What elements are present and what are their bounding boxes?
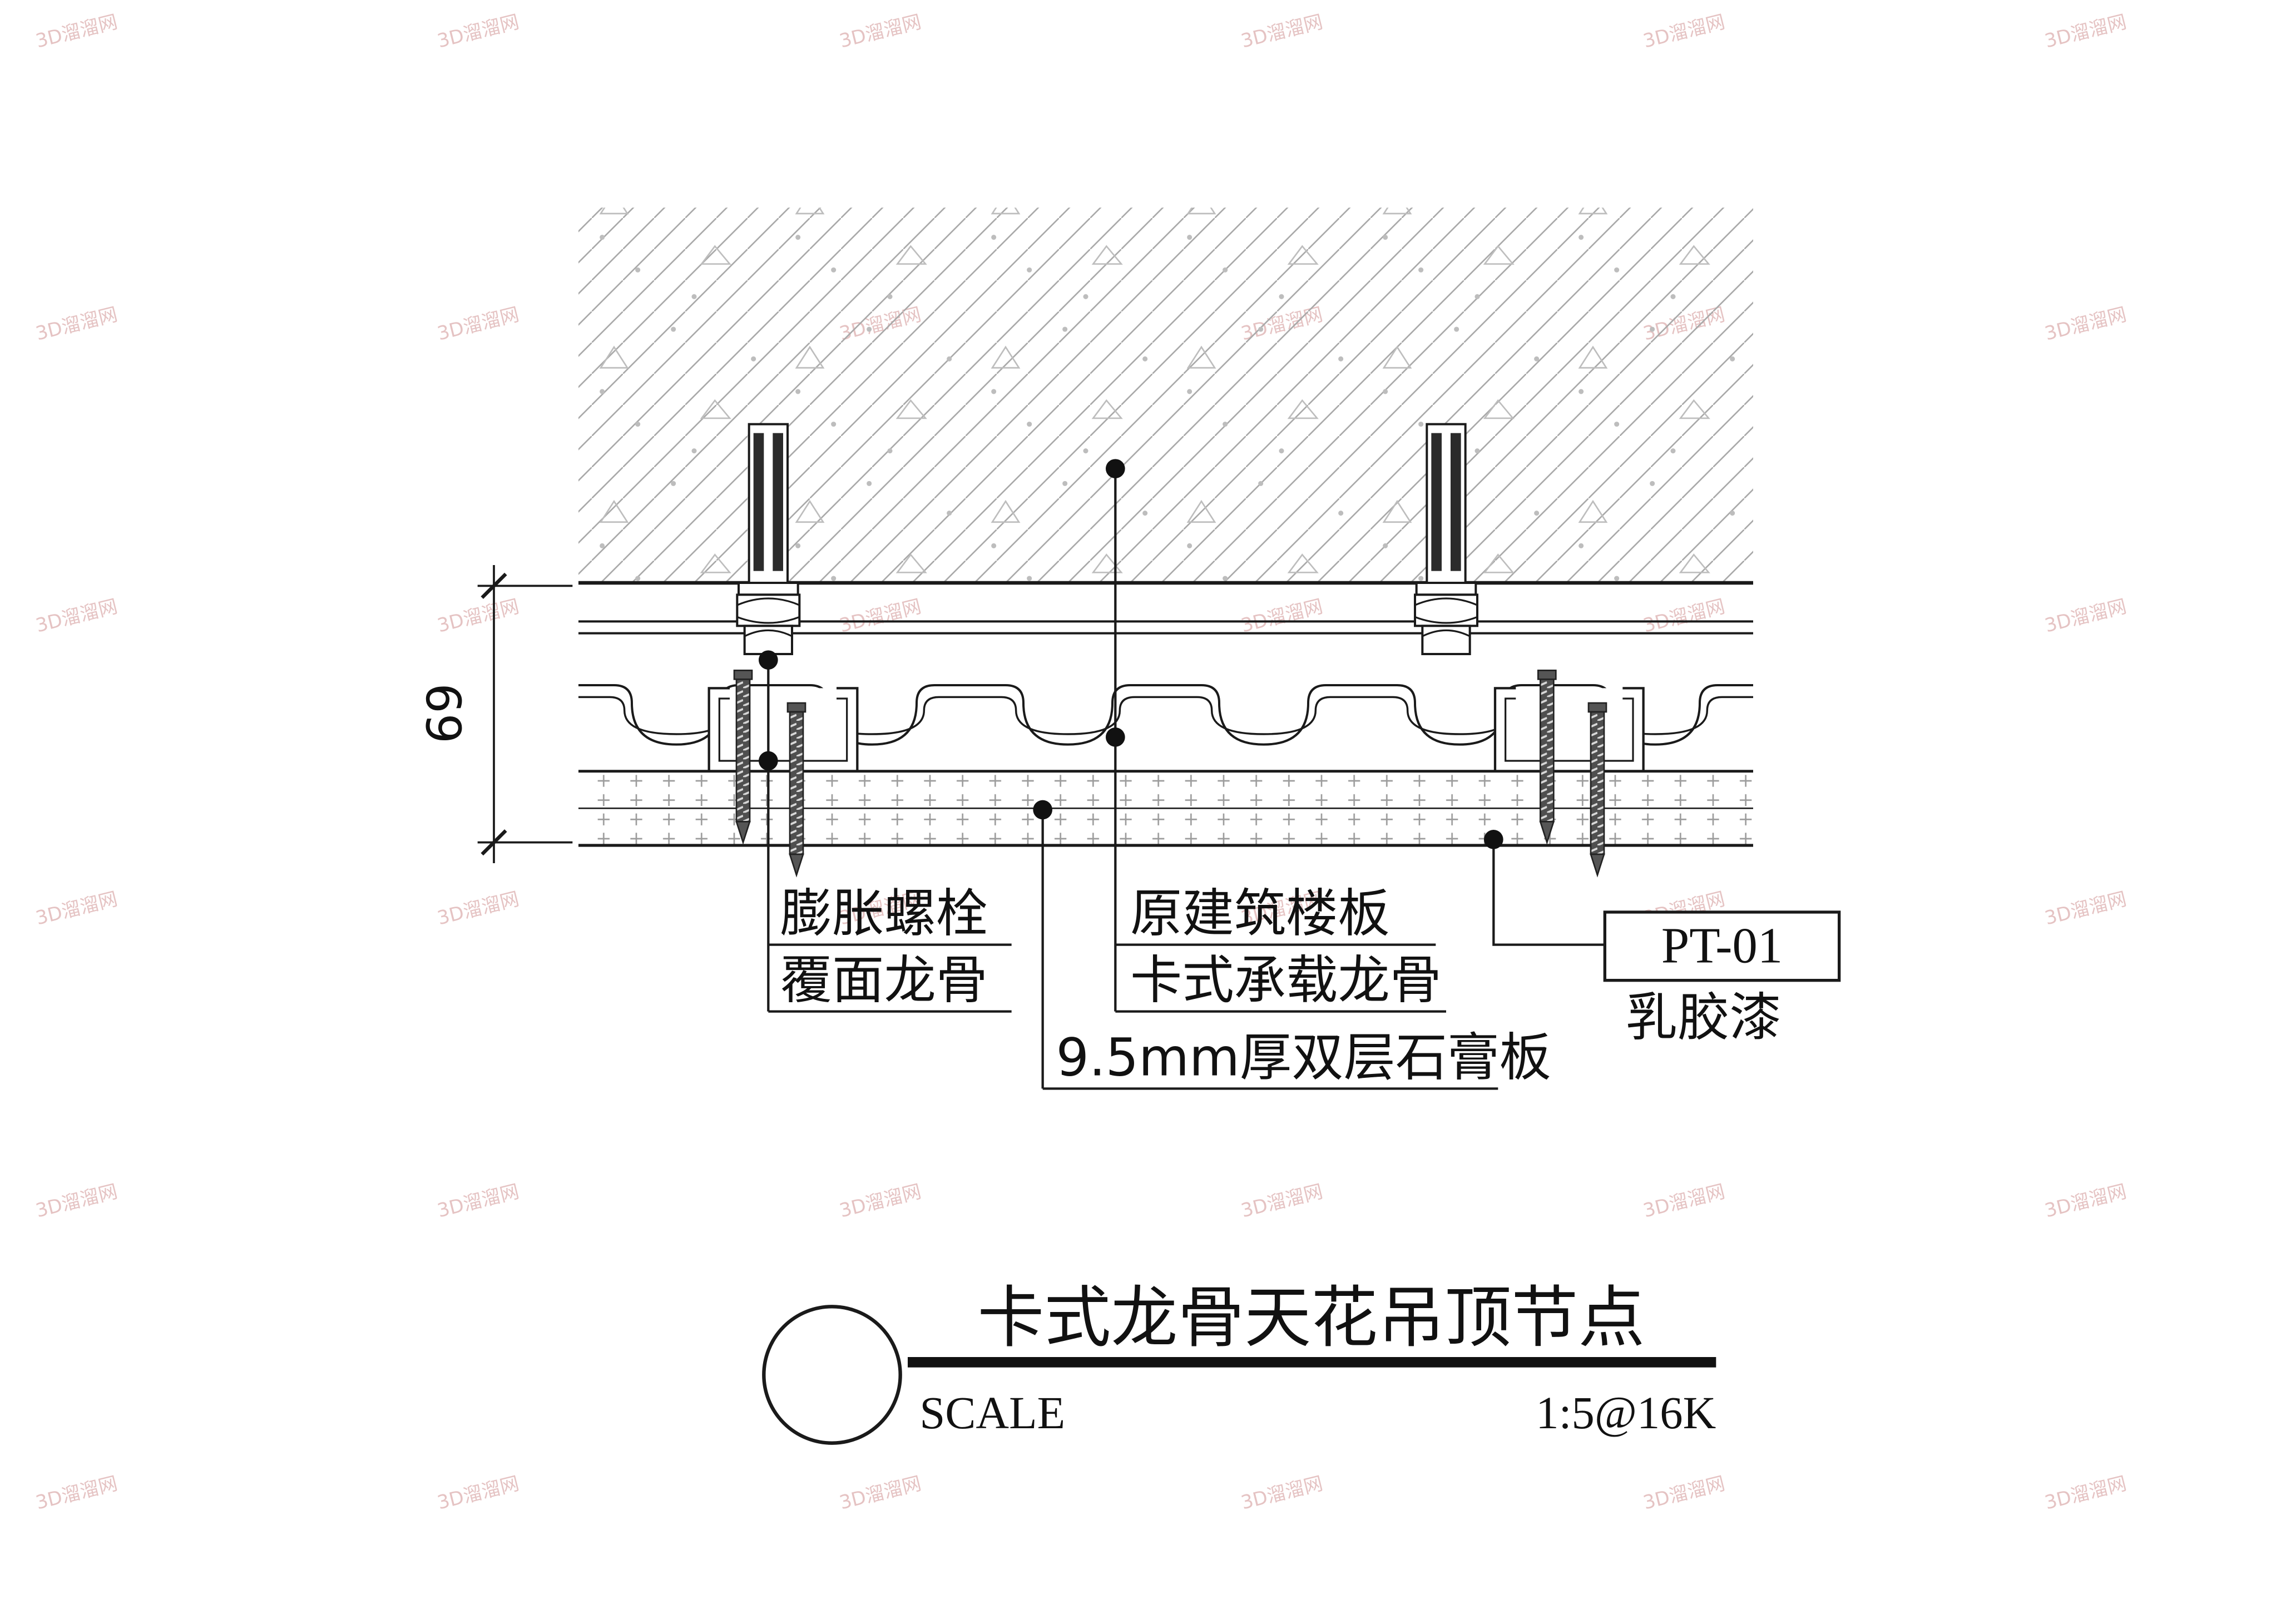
scale-value: 1:5@16K	[1536, 1387, 1716, 1438]
label-gypsum-board: 9.5mm厚双层石膏板	[1056, 1027, 1551, 1088]
leader-expansion-bolt: 膨胀螺栓 覆面龙骨	[759, 650, 1012, 1013]
detail-title: 卡式龙骨天花吊顶节点	[977, 1280, 1645, 1357]
leader-paint: PT-01 乳胶漆	[1484, 830, 1841, 1048]
detail-bubble	[762, 1305, 902, 1445]
title-underline	[908, 1357, 1716, 1368]
title-block: 卡式龙骨天花吊顶节点 SCALE 1:5@16K	[762, 1280, 1716, 1445]
label-furring-keel: 覆面龙骨	[780, 950, 988, 1011]
furring-channel-left	[707, 687, 859, 773]
leader-gypsum: 9.5mm厚双层石膏板	[1033, 800, 1551, 1090]
label-original-slab: 原建筑楼板	[1130, 884, 1390, 944]
furring-channel-right	[1493, 687, 1645, 773]
leader-slab-carrier: 原建筑楼板 卡式承载龙骨	[1106, 459, 1446, 1013]
scale-label: SCALE	[919, 1387, 1065, 1438]
paint-code-box	[1603, 910, 1841, 982]
label-expansion-bolt: 膨胀螺栓	[780, 884, 988, 944]
dimension-text: 69	[418, 683, 473, 744]
gypsum-board	[578, 770, 1753, 847]
label-paint-name: 乳胶漆	[1626, 987, 1782, 1048]
dimension-69: 69	[418, 565, 573, 863]
label-carrier-keel: 卡式承载龙骨	[1130, 950, 1442, 1011]
label-paint-code: PT-01	[1661, 918, 1783, 974]
